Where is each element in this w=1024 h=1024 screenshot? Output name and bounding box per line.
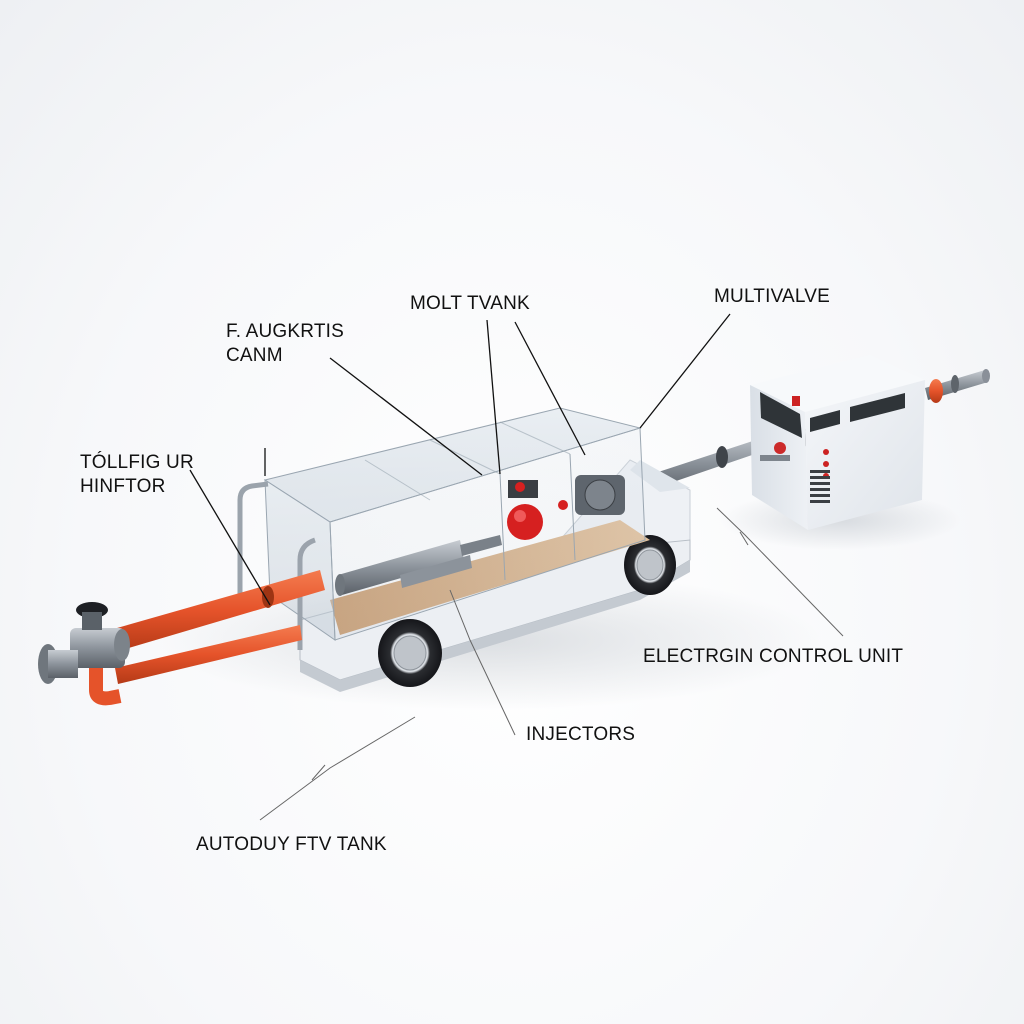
thin-pointers: [259, 507, 844, 821]
label-electronic-control-unit: ELECTRGIN CONTROL UNIT: [643, 646, 904, 667]
leader-faugkrtis: [329, 357, 483, 476]
label-tollfig-line1: TÓLLFIG UR: [80, 452, 194, 473]
label-faugkrtis: F. AUGKRTIS CANM: [226, 320, 344, 368]
leader-multivalve: [639, 313, 731, 429]
control-unit-cabinet: [750, 355, 925, 530]
label-tollfig-line2: HINFTOR: [80, 476, 166, 497]
label-tollfig: TÓLLFIG UR HINFTOR: [80, 451, 194, 499]
label-faugkrtis-line1: F. AUGKRTIS: [226, 321, 344, 342]
leader-lines: [189, 313, 731, 606]
leader-tollfig: [189, 469, 271, 606]
pointer-ecu: [716, 507, 844, 637]
label-faugkrtis-line2: CANM: [226, 345, 283, 366]
label-autoduy-tank: AUTODUY FTV TANK: [196, 834, 387, 855]
pointer-injectors: [449, 589, 516, 736]
leader-molt-tvank-1: [486, 319, 501, 475]
pointer-autoduy: [259, 716, 416, 821]
label-injectors: INJECTORS: [526, 724, 636, 745]
red-component: [507, 504, 543, 540]
label-molt-tvank: MOLT TVANK: [410, 293, 530, 314]
label-multivalve: MULTIVALVE: [714, 286, 831, 307]
valve-assembly: [38, 602, 130, 684]
internal-components: [335, 475, 625, 596]
leader-molt-tvank-2: [514, 321, 586, 456]
orange-feed-pipes: [89, 570, 325, 706]
cabinet-outlet-pipe: [925, 369, 990, 403]
